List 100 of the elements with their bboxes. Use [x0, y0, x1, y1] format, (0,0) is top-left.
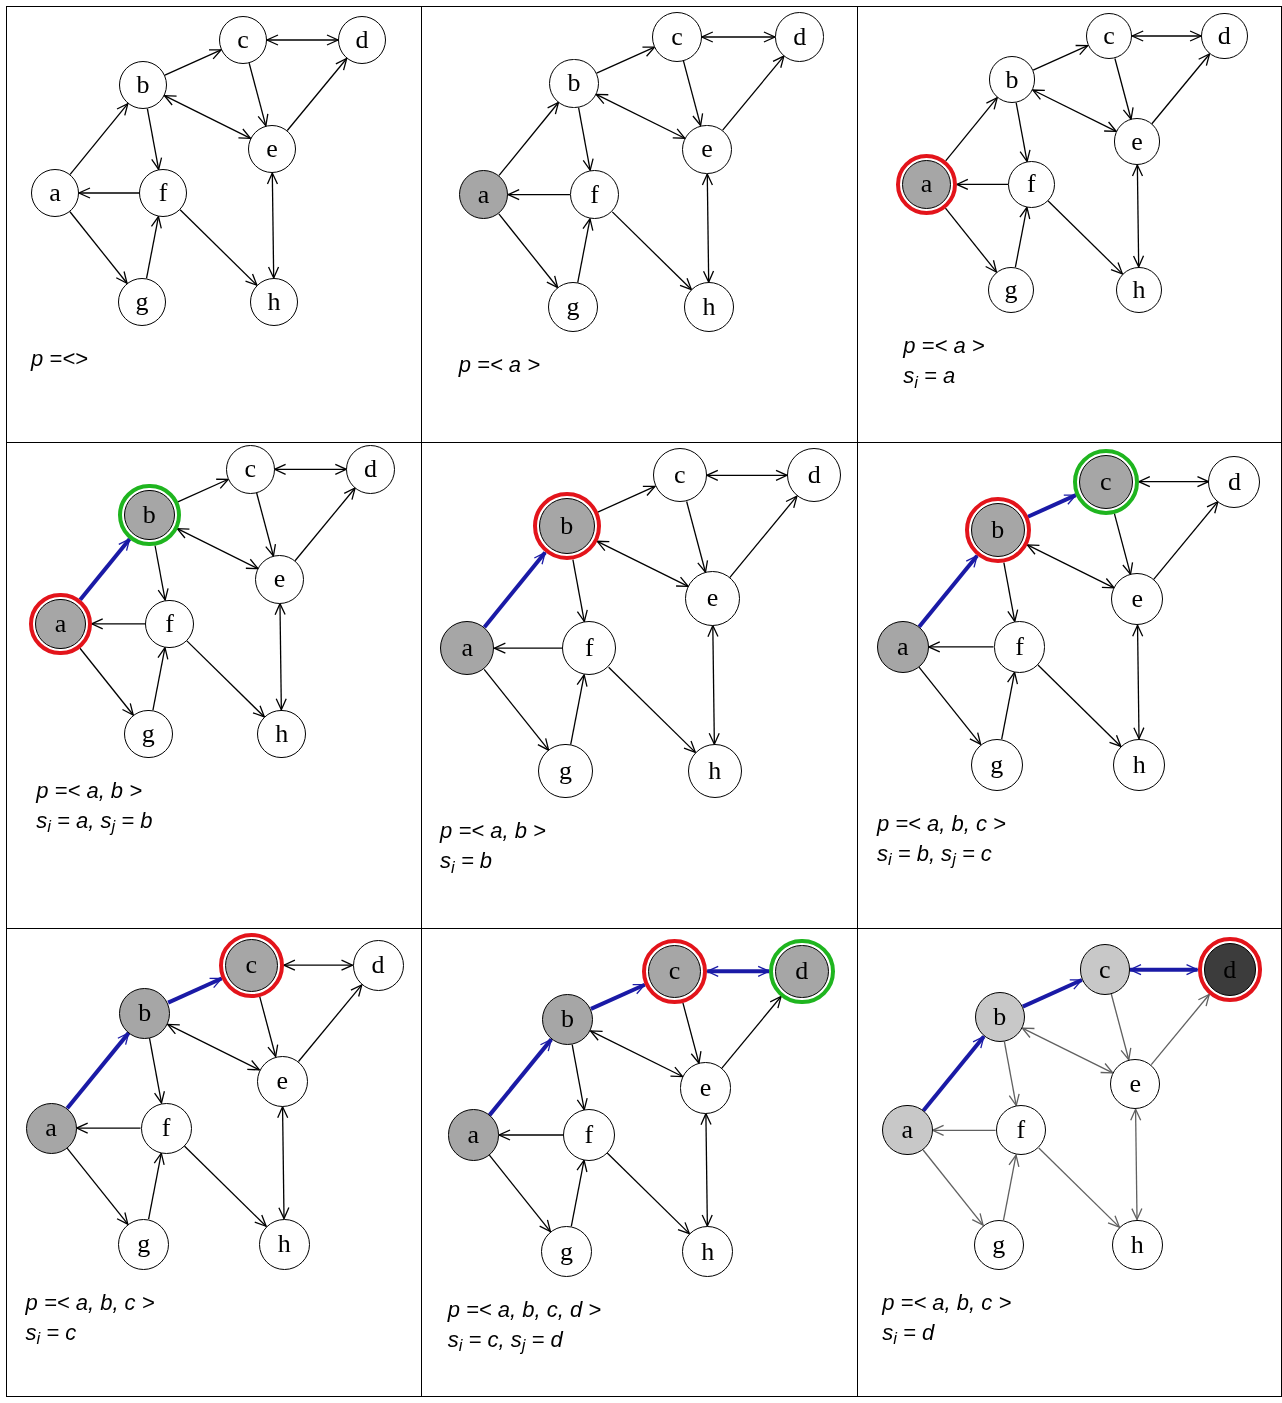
arrow: [248, 62, 269, 127]
arrow: [147, 1152, 165, 1220]
arrow: [145, 215, 162, 280]
panel-cell: [422, 443, 858, 929]
arrow: [78, 187, 140, 199]
arrow: [928, 641, 995, 653]
arrow: [1138, 476, 1210, 488]
arrow: [507, 188, 571, 201]
panel-cell: [858, 7, 1282, 443]
arrow: [570, 674, 588, 746]
graph-node: b: [119, 987, 171, 1039]
arrow: [606, 1152, 690, 1235]
arrow: [918, 666, 982, 745]
graph-node: a: [29, 592, 92, 656]
arrow: [1021, 978, 1083, 1009]
graph-node: h: [258, 1218, 310, 1270]
arrow: [167, 1023, 260, 1071]
arrow: [163, 95, 252, 139]
arrow: [152, 647, 169, 711]
arrow: [921, 1035, 986, 1113]
arrow: [277, 1106, 290, 1220]
graph-node: d: [352, 939, 404, 991]
arrow: [274, 603, 287, 711]
state-formula: s$_{i}$ = a: [903, 362, 957, 392]
graph-node: c: [226, 445, 275, 494]
graph-node: c: [219, 16, 267, 64]
path-formula: p =< a, b, c >: [876, 809, 1006, 838]
graph-node: c: [652, 448, 707, 503]
panel-cell: [858, 929, 1282, 1397]
graph-node: b: [549, 58, 599, 109]
state-formula: s$_{i}$ = d: [882, 1318, 936, 1348]
arrow: [706, 469, 788, 481]
graph-node: g: [540, 1225, 593, 1278]
arrow: [595, 46, 656, 74]
graph-node: e: [1111, 573, 1164, 626]
graph-node: a: [25, 1102, 77, 1154]
arrow: [722, 55, 785, 131]
graph-node: e: [256, 1055, 308, 1107]
graph-node: b: [541, 993, 594, 1046]
arrow: [1047, 200, 1124, 275]
graph-node: g: [987, 266, 1035, 314]
arrow: [1021, 1027, 1114, 1074]
arrow: [589, 1030, 684, 1078]
graph-node: h: [1113, 738, 1166, 791]
graph-node: b: [988, 56, 1036, 103]
arrow: [493, 642, 563, 654]
arrow: [1014, 206, 1031, 268]
graph-node: b: [532, 492, 601, 561]
graph-node: b: [119, 61, 167, 109]
arrow: [297, 984, 363, 1063]
graph-node: e: [685, 571, 740, 626]
arrow: [1132, 624, 1145, 740]
arrow: [1015, 101, 1031, 163]
state-formula: s$_{i}$ = b, s$_{j}$ = c: [876, 839, 993, 869]
arrow: [922, 1149, 984, 1226]
graph-node: f: [569, 169, 620, 220]
graph-node: g: [538, 744, 593, 799]
graph-node: e: [1113, 118, 1161, 165]
arrow: [611, 211, 692, 291]
graph-node: e: [248, 125, 296, 173]
graph-node: g: [970, 738, 1023, 791]
graph-node: c: [641, 938, 708, 1004]
graph-node: f: [1008, 161, 1055, 208]
arrow: [1113, 512, 1134, 575]
arrow: [283, 959, 354, 971]
arrow: [179, 209, 258, 286]
graph-node: c: [652, 12, 702, 62]
arrow: [1110, 993, 1132, 1061]
arrow: [577, 107, 594, 171]
arrow: [1131, 164, 1145, 268]
arrow: [1037, 664, 1122, 748]
arrow: [706, 965, 770, 977]
graph-node: f: [993, 620, 1046, 673]
arrow: [700, 1112, 713, 1227]
arrow: [259, 995, 279, 1058]
path-formula: p =< a >: [903, 332, 985, 361]
arrow: [1003, 561, 1019, 623]
graph-node: h: [250, 278, 298, 326]
arrow: [931, 1124, 997, 1136]
graph-node: b: [974, 991, 1025, 1043]
graph-node: a: [896, 154, 957, 215]
arrow: [608, 666, 696, 753]
panel-cell: [422, 7, 858, 443]
graph-node: f: [562, 621, 617, 676]
state-formula: s$_{i}$ = c: [25, 1318, 78, 1348]
graph-node: c: [1085, 12, 1133, 60]
graph-node: g: [118, 1218, 170, 1270]
panel-cell: [422, 929, 858, 1397]
state-formula: s$_{i}$ = c, s$_{j}$ = d: [447, 1326, 565, 1356]
arrow: [682, 60, 704, 127]
graph-node: a: [876, 620, 929, 673]
graph-node: a: [440, 621, 495, 676]
graph-node: d: [1201, 12, 1248, 60]
arrow: [1130, 1108, 1143, 1221]
graph-node: h: [687, 744, 742, 799]
path-formula: p =< a, b, c >: [882, 1288, 1012, 1317]
arrow: [183, 1145, 267, 1227]
panel-cell: [858, 443, 1282, 929]
arrow: [572, 559, 588, 623]
graph-node: c: [1072, 448, 1139, 515]
